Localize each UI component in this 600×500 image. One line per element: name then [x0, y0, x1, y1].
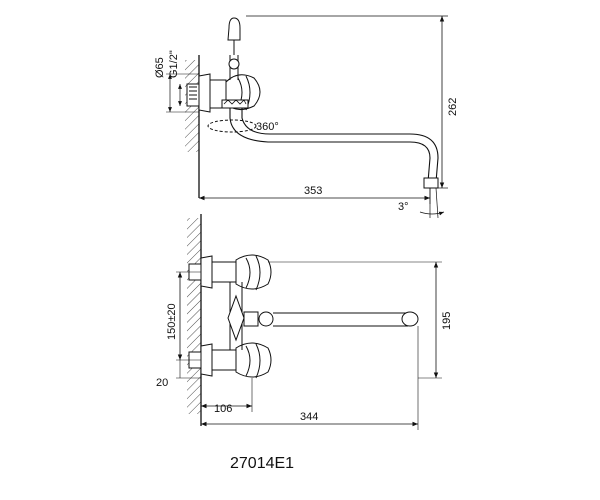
wall-flange	[198, 73, 211, 113]
spout-end	[401, 311, 419, 327]
flange-diameter-label: Ø65	[154, 57, 166, 78]
spout-swivel	[258, 311, 274, 327]
total-reach-label: 344	[300, 411, 318, 423]
upper-flange	[200, 255, 213, 289]
upper-body	[211, 261, 237, 283]
aerator	[423, 177, 439, 189]
shower-holder	[227, 17, 241, 41]
wall-offset-label: 20	[156, 377, 168, 389]
lower-body	[211, 349, 237, 371]
lower-handle	[235, 342, 272, 378]
axis-spacing-label: 150±20	[166, 303, 178, 340]
wall-hatch-front	[187, 218, 201, 414]
front-view	[176, 214, 442, 430]
lower-flange	[200, 343, 213, 377]
outlet-nut	[228, 58, 240, 70]
side-view	[166, 15, 448, 219]
upper-handle	[235, 254, 272, 290]
spout-angle-label: 3°	[398, 201, 409, 213]
spout-upper	[229, 108, 431, 183]
model-number: 27014E1	[230, 455, 294, 472]
diverter-diamond	[227, 294, 245, 342]
spout-nut	[243, 311, 259, 327]
spout-reach-label: 353	[304, 185, 322, 197]
diverter-band	[221, 99, 249, 109]
spout-lower	[241, 108, 439, 183]
body-depth-label: 106	[214, 403, 232, 415]
height-label: 262	[447, 98, 459, 116]
thread-label: G1/2"	[168, 50, 180, 78]
rotation-label: 360°	[256, 121, 279, 133]
rotation-ellipse	[207, 119, 257, 133]
outlet-height-label: 195	[441, 312, 453, 330]
